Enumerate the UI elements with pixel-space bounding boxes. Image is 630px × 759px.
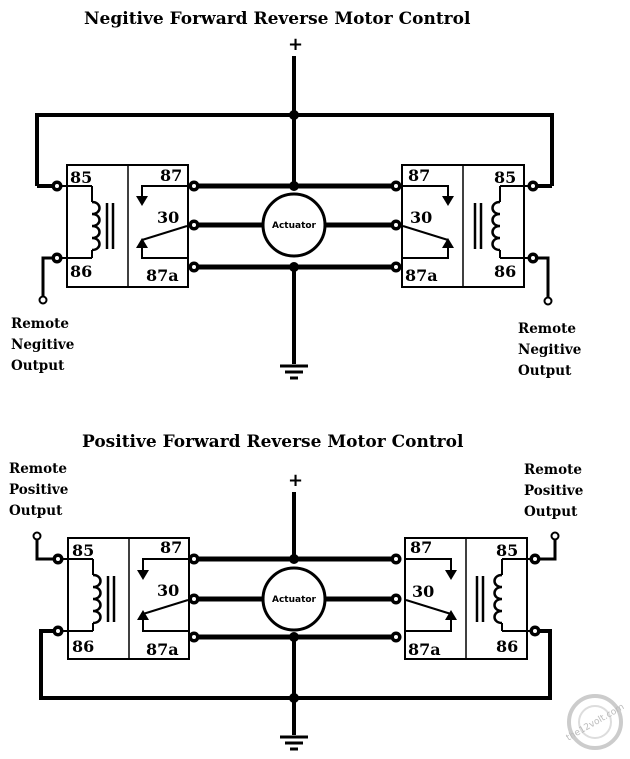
negative-left-remote-line-1: Remote xyxy=(11,316,69,332)
positive-left-pin-86: 86 xyxy=(72,637,94,656)
positive-title: Positive Forward Reverse Motor Control xyxy=(82,432,464,452)
positive-actuator xyxy=(261,566,327,632)
positive-left-86-terminal xyxy=(52,625,64,637)
positive-left-remote-terminal xyxy=(32,531,42,541)
negative-right-pin-86: 86 xyxy=(494,262,516,281)
negative-right-nc-arrow xyxy=(442,196,454,206)
positive-right-remote-line-3: Output xyxy=(524,504,578,520)
negative-supply-plus: + xyxy=(288,34,303,55)
positive-left-pin-87: 87 xyxy=(160,538,182,557)
negative-right-pin-87: 87 xyxy=(408,166,430,185)
positive-left-no-arrow xyxy=(137,610,149,620)
positive-actuator-label: Actuator xyxy=(272,595,317,605)
negative-right-no-arrow xyxy=(442,238,454,248)
positive-left-85-terminal xyxy=(52,553,64,565)
positive-left-pin-85: 85 xyxy=(72,541,94,560)
positive-left-remote-line-2: Positive xyxy=(9,482,68,498)
positive-right-remote-line-1: Remote xyxy=(524,462,582,478)
positive-right-no-arrow xyxy=(445,610,457,620)
negative-ground-icon xyxy=(278,364,310,380)
negative-right-remote-line-3: Output xyxy=(518,363,572,379)
positive-supply-plus: + xyxy=(288,470,303,491)
positive-right-pin-87: 87 xyxy=(410,538,432,557)
positive-right-pin-87a: 87a xyxy=(408,640,441,659)
negative-right-relay: 87 30 87a 85 86 xyxy=(401,164,533,288)
negative-actuator-label: Actuator xyxy=(272,221,317,231)
negative-left-remote-line-2: Negitive xyxy=(11,337,74,353)
negative-right-pin-30: 30 xyxy=(410,208,432,227)
positive-left-pin-30: 30 xyxy=(157,581,179,600)
positive-right-86-terminal xyxy=(529,625,541,637)
positive-right-remote-terminal xyxy=(550,531,560,541)
negative-right-remote-terminal xyxy=(543,296,553,306)
negative-left-86-terminal xyxy=(51,252,63,264)
positive-left-remote-line-3: Output xyxy=(9,503,63,519)
negative-left-pin-30: 30 xyxy=(157,208,179,227)
positive-ground-icon xyxy=(278,735,310,751)
positive-right-pin-86: 86 xyxy=(496,637,518,656)
negative-left-nc-arrow xyxy=(136,196,148,206)
negative-right-pin-85: 85 xyxy=(494,168,516,187)
negative-actuator xyxy=(261,192,327,258)
negative-left-pin-85: 85 xyxy=(70,168,92,187)
positive-left-relay: 85 86 87 30 87a xyxy=(59,537,190,660)
positive-right-remote-line-2: Positive xyxy=(524,483,583,499)
negative-right-remote-line-2: Negitive xyxy=(518,342,581,358)
negative-left-pin-87: 87 xyxy=(160,166,182,185)
negative-left-pin-87a: 87a xyxy=(146,266,179,285)
negative-left-remote-terminal xyxy=(38,295,48,305)
positive-left-nc-arrow xyxy=(137,570,149,580)
negative-right-pin-87a: 87a xyxy=(405,266,438,285)
positive-right-85-terminal xyxy=(529,553,541,565)
positive-left-remote-line-1: Remote xyxy=(9,461,67,477)
negative-right-85-terminal xyxy=(527,180,539,192)
negative-left-85-terminal xyxy=(51,180,63,192)
negative-left-remote-line-3: Output xyxy=(11,358,65,374)
positive-right-pin-85: 85 xyxy=(496,541,518,560)
negative-right-86-terminal xyxy=(527,252,539,264)
positive-right-nc-arrow xyxy=(445,570,457,580)
watermark-seal: the12volt.com xyxy=(565,694,626,750)
positive-right-relay: 87 30 87a 85 86 xyxy=(404,537,535,660)
negative-circuit: Negitive Forward Reverse Motor Control +… xyxy=(11,9,581,380)
positive-left-pin-87a: 87a xyxy=(146,640,179,659)
negative-coil-loop-wire xyxy=(35,113,554,186)
positive-right-pin-30: 30 xyxy=(412,582,434,601)
negative-right-remote-line-1: Remote xyxy=(518,321,576,337)
negative-left-no-arrow xyxy=(136,238,148,248)
negative-left-relay: 85 86 87 30 87a xyxy=(58,164,189,288)
positive-ground-junction xyxy=(289,693,299,703)
positive-circuit: Positive Forward Reverse Motor Control +… xyxy=(9,432,583,751)
negative-title: Negitive Forward Reverse Motor Control xyxy=(84,9,471,29)
negative-left-pin-86: 86 xyxy=(70,262,92,281)
